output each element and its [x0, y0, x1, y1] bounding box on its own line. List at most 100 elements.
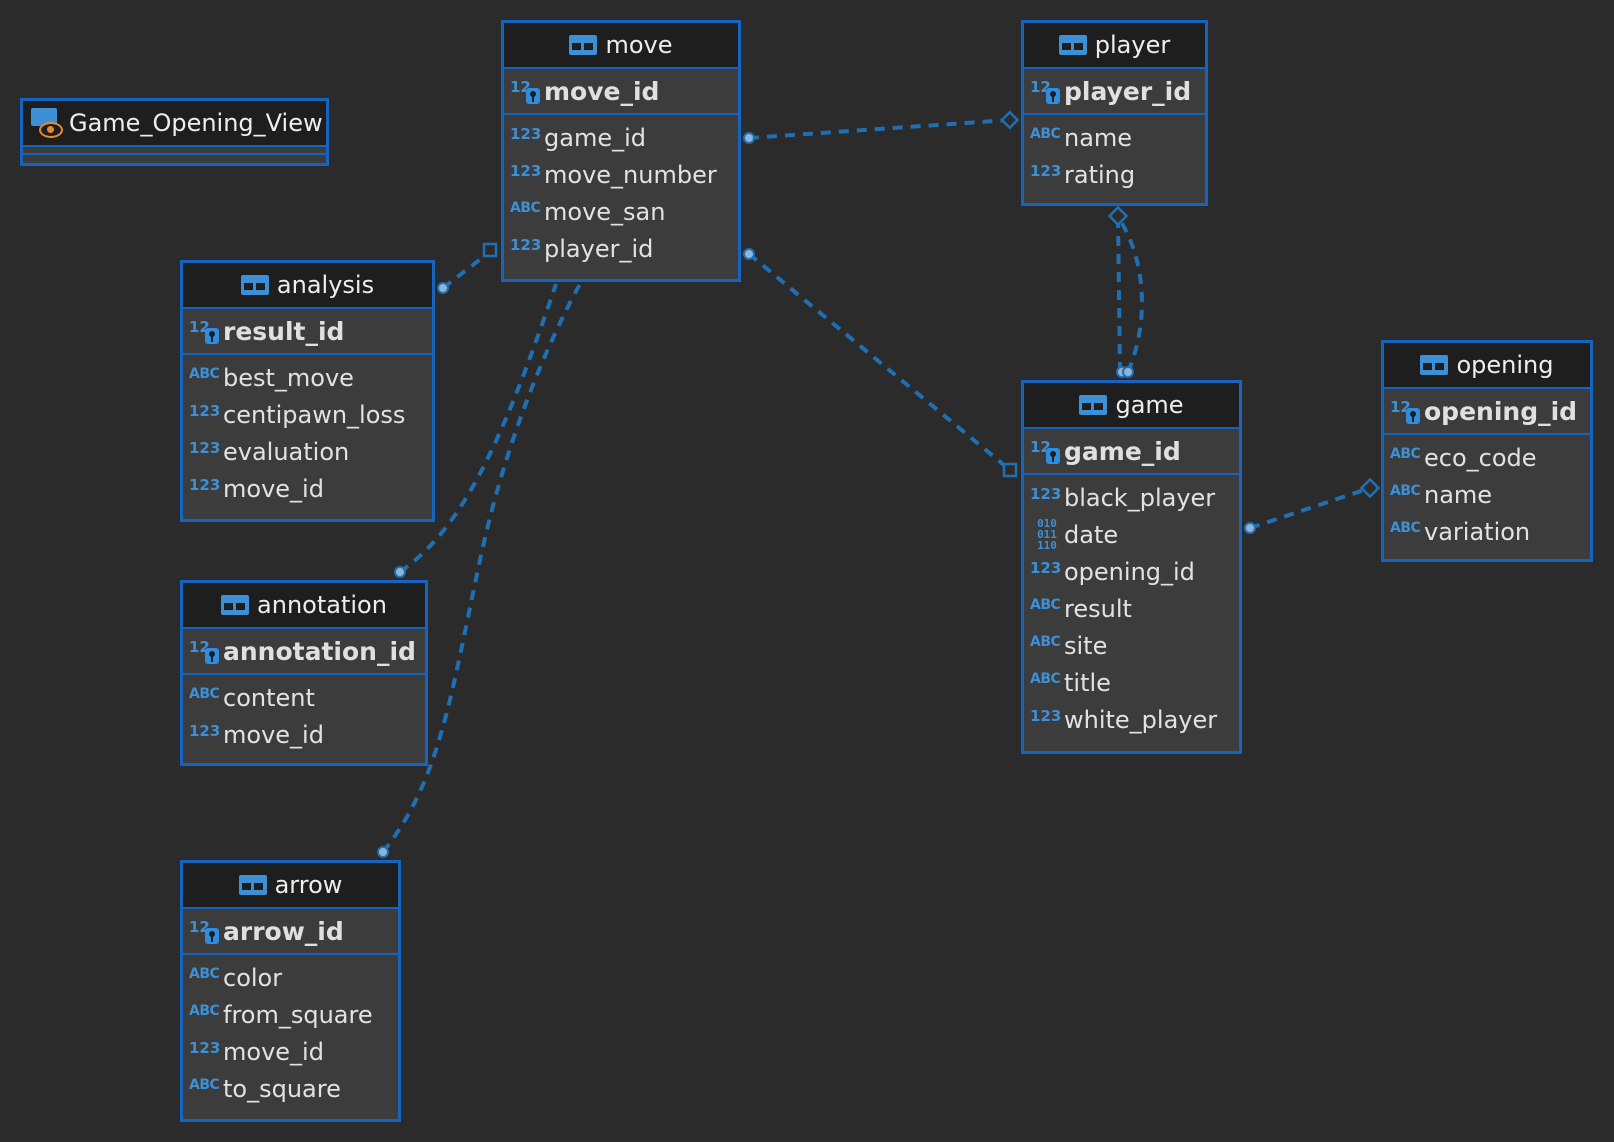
column-name: move_number [544, 160, 717, 189]
primary-key-row[interactable]: 12 game_id [1024, 429, 1239, 475]
column-name: move_id [223, 1037, 324, 1066]
numeric-type-icon: 123 [189, 721, 221, 740]
text-type-icon: ABC [1030, 670, 1061, 687]
text-type-icon: ABC [1030, 596, 1061, 613]
view-header[interactable]: Game_Opening_View [23, 101, 326, 147]
text-type-icon: ABC [1390, 482, 1421, 499]
column-name: move_id [223, 474, 324, 503]
entity-header[interactable]: player [1024, 23, 1205, 69]
numeric-type-icon: 123 [1030, 484, 1062, 503]
column-name: opening_id [1424, 396, 1578, 426]
numeric-type-icon: 123 [510, 235, 542, 254]
entity-header[interactable]: game [1024, 383, 1239, 429]
column-name: arrow_id [223, 916, 344, 946]
column-name: to_square [223, 1074, 341, 1103]
primary-key-row[interactable]: 12 arrow_id [183, 909, 398, 955]
column-name: best_move [223, 363, 354, 392]
relationship-game-player-black [1116, 217, 1122, 373]
column-name: centipawn_loss [223, 400, 406, 429]
text-type-icon: ABC [1030, 125, 1061, 142]
column-name: annotation_id [223, 636, 416, 666]
relationship-end-diamond [1107, 205, 1129, 227]
relationship-end-dot [1244, 522, 1256, 534]
primary-key-row[interactable]: 12 move_id [504, 69, 738, 115]
column-name: move_id [223, 720, 324, 749]
column-name: date [1064, 520, 1119, 549]
primary-key-icon: 12 [189, 916, 223, 946]
numeric-type-icon: 123 [1030, 161, 1062, 180]
text-type-icon: ABC [189, 965, 220, 982]
primary-key-row[interactable]: 12 player_id [1024, 69, 1205, 115]
entity-header[interactable]: annotation [183, 583, 425, 629]
view-game-opening-view[interactable]: Game_Opening_View [20, 98, 329, 166]
entity-title: move [605, 31, 673, 59]
entity-header[interactable]: opening [1384, 343, 1590, 389]
primary-key-row[interactable]: 12 result_id [183, 309, 432, 355]
relationship-end-diamond [1000, 110, 1020, 130]
primary-key-row[interactable]: 12 opening_id [1384, 389, 1590, 435]
table-icon [1058, 35, 1087, 55]
column-name: from_square [223, 1000, 373, 1029]
text-type-icon: ABC [510, 199, 541, 216]
entity-header[interactable]: arrow [183, 863, 398, 909]
entity-header[interactable]: move [504, 23, 738, 69]
relationship-end-diamond [1002, 462, 1018, 478]
view-eye-icon [31, 108, 63, 138]
primary-key-icon: 12 [1390, 396, 1424, 426]
column-name: name [1064, 123, 1133, 152]
column-name: eco_code [1424, 443, 1537, 472]
primary-key-row[interactable]: 12 annotation_id [183, 629, 425, 675]
table-icon [238, 875, 267, 895]
column-name: name [1424, 480, 1493, 509]
relationship-end-diamond [482, 242, 498, 258]
relationship-end-dot [437, 282, 449, 294]
entity-header[interactable]: analysis [183, 263, 432, 309]
relationship-end-dot [394, 566, 406, 578]
primary-key-icon: 12 [189, 316, 223, 346]
table-icon [240, 275, 269, 295]
relationship-move-player [748, 118, 1010, 140]
view-title: Game_Opening_View [69, 109, 323, 137]
text-type-icon: ABC [1390, 519, 1421, 536]
column-name: result_id [223, 316, 345, 346]
numeric-type-icon: 123 [189, 401, 221, 420]
numeric-type-icon: 123 [1030, 706, 1062, 725]
primary-key-icon: 12 [189, 636, 223, 666]
text-type-icon: ABC [189, 365, 220, 382]
entity-title: player [1094, 31, 1171, 59]
